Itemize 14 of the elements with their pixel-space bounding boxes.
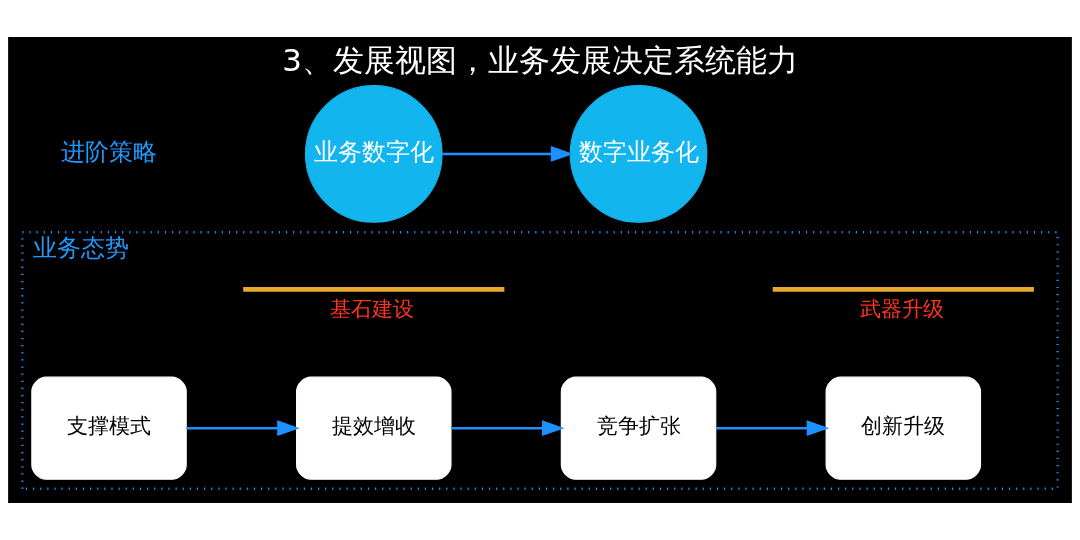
arrow [442,146,574,162]
label: 进阶策略 [61,137,158,166]
node-box: 支撑模式 [31,376,187,480]
node-box: 提效增收 [296,376,452,480]
arrow [186,420,300,437]
label: 武器升级 [859,295,944,321]
label: 基石建设 [330,295,415,321]
arrow [451,420,565,437]
diagram-title: 3、发展视图，业务发展决定系统能力 [282,42,798,79]
node-box: 创新升级 [825,376,982,480]
node-circle: 业务数字化 [304,85,443,223]
arrow [716,420,830,437]
node-box: 竞争扩张 [560,376,717,480]
node-circle: 数字业务化 [569,85,708,223]
